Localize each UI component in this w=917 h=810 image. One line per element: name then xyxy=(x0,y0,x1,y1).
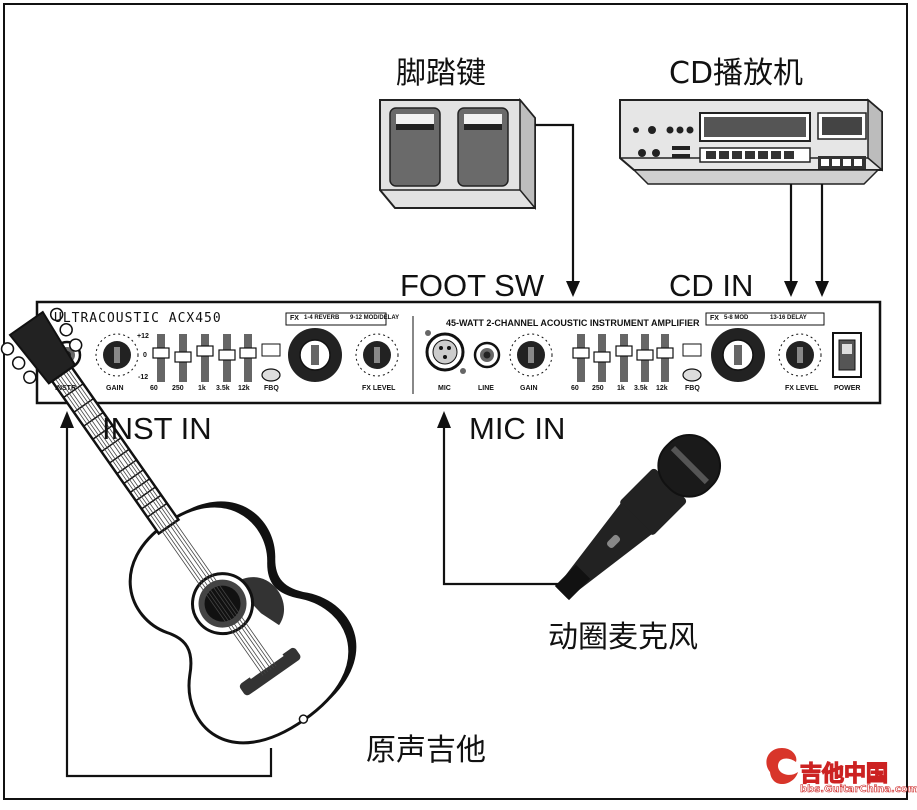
fx-level-label-ch1: FX LEVEL xyxy=(362,385,396,392)
line-label: LINE xyxy=(478,385,494,392)
mic-in-label: MIC IN xyxy=(469,411,566,446)
eq-sliders-ch1 xyxy=(152,334,257,382)
fbq-label-ch1: FBQ xyxy=(264,385,279,392)
foot-sw-label: FOOT SW xyxy=(400,268,545,303)
arrow-cd-in-right xyxy=(815,281,829,297)
footswitch xyxy=(379,97,536,211)
cable-mic xyxy=(442,426,575,586)
eq-scale-top-ch1: +12 xyxy=(137,333,149,340)
eq-band-ch1: 250 xyxy=(172,385,184,392)
footswitch-label: 脚踏键 xyxy=(396,56,486,91)
mic-xlr-input xyxy=(425,330,466,374)
eq-band-ch2: 12k xyxy=(656,385,668,392)
fbq-button-ch1 xyxy=(261,368,281,382)
power-label: POWER xyxy=(834,385,861,392)
cable-cd xyxy=(789,184,824,283)
cable-guitar xyxy=(65,426,273,778)
fx-title-ch2: FX xyxy=(710,315,719,322)
arrow-cd-in-left xyxy=(784,281,798,297)
cd-player-label: CD播放机 xyxy=(669,56,804,91)
fx-header-ch1 xyxy=(285,312,387,326)
inst-in-label: INST IN xyxy=(102,411,212,446)
fx-preset: 13-16 DELAY xyxy=(770,315,807,321)
gain-label-ch1: GAIN xyxy=(106,385,124,392)
fbq-button-ch2 xyxy=(682,368,702,382)
eq-band-ch2: 3.5k xyxy=(634,385,648,392)
eq-band-ch1: 3.5k xyxy=(216,385,230,392)
fx-header-ch2 xyxy=(705,312,825,326)
diagram-border xyxy=(3,3,908,800)
microphone xyxy=(554,433,722,601)
eq-scale-mid-ch1: 0 xyxy=(143,352,147,359)
fx-preset: 1-4 REVERB xyxy=(304,315,340,321)
watermark-brand: 吉他中国 xyxy=(799,761,889,787)
fx-preset: 5-8 MOD xyxy=(724,315,749,321)
eq-sliders-ch2 xyxy=(572,334,674,382)
eq-band-ch2: 1k xyxy=(617,385,625,392)
arrow-mic-in xyxy=(437,411,451,428)
amp-model: ULTRACOUSTIC ACX450 xyxy=(54,311,222,326)
watermark-url: bbs.GuitarChina.com xyxy=(800,784,917,796)
fx-preset: 9-12 MOD/DELAY xyxy=(350,315,400,321)
instr-label: INSTR xyxy=(55,385,76,392)
fx-level-label-ch2: FX LEVEL xyxy=(785,385,819,392)
fx-selector-ch2 xyxy=(711,328,765,382)
fbq-indicator-ch2 xyxy=(682,343,702,357)
fbq-indicator-ch1 xyxy=(261,343,281,357)
eq-band-ch2: 250 xyxy=(592,385,604,392)
power-switch xyxy=(832,332,862,378)
eq-band-ch1: 60 xyxy=(150,385,158,392)
gain-label-ch2: GAIN xyxy=(520,385,538,392)
eq-band-ch1: 12k xyxy=(238,385,250,392)
amp-subtitle: 45-WATT 2-CHANNEL ACOUSTIC INSTRUMENT AM… xyxy=(446,318,700,328)
acoustic-guitar xyxy=(0,307,357,745)
microphone-label: 动圈麦克风 xyxy=(548,620,698,655)
eq-scale-bottom-ch1: -12 xyxy=(138,374,149,381)
arrow-foot-sw xyxy=(566,281,580,297)
fbq-label-ch2: FBQ xyxy=(685,385,700,392)
fx-level-knob-ch2 xyxy=(778,333,822,377)
eq-band-ch2: 60 xyxy=(571,385,579,392)
gain-knob-ch2 xyxy=(509,333,553,377)
gain-knob-ch1 xyxy=(95,333,139,377)
guitar-label: 原声吉他 xyxy=(366,733,486,768)
arrow-inst-in xyxy=(60,411,74,428)
cd-in-label: CD IN xyxy=(669,268,754,303)
fx-level-knob-ch1 xyxy=(355,333,399,377)
cd-player xyxy=(619,98,883,185)
mic-label: MIC xyxy=(438,385,451,392)
fx-selector-ch1 xyxy=(288,328,342,382)
eq-band-ch1: 1k xyxy=(198,385,206,392)
cable-footswitch xyxy=(535,123,575,283)
fx-title-ch1: FX xyxy=(290,315,299,322)
watermark-logo xyxy=(766,748,798,785)
